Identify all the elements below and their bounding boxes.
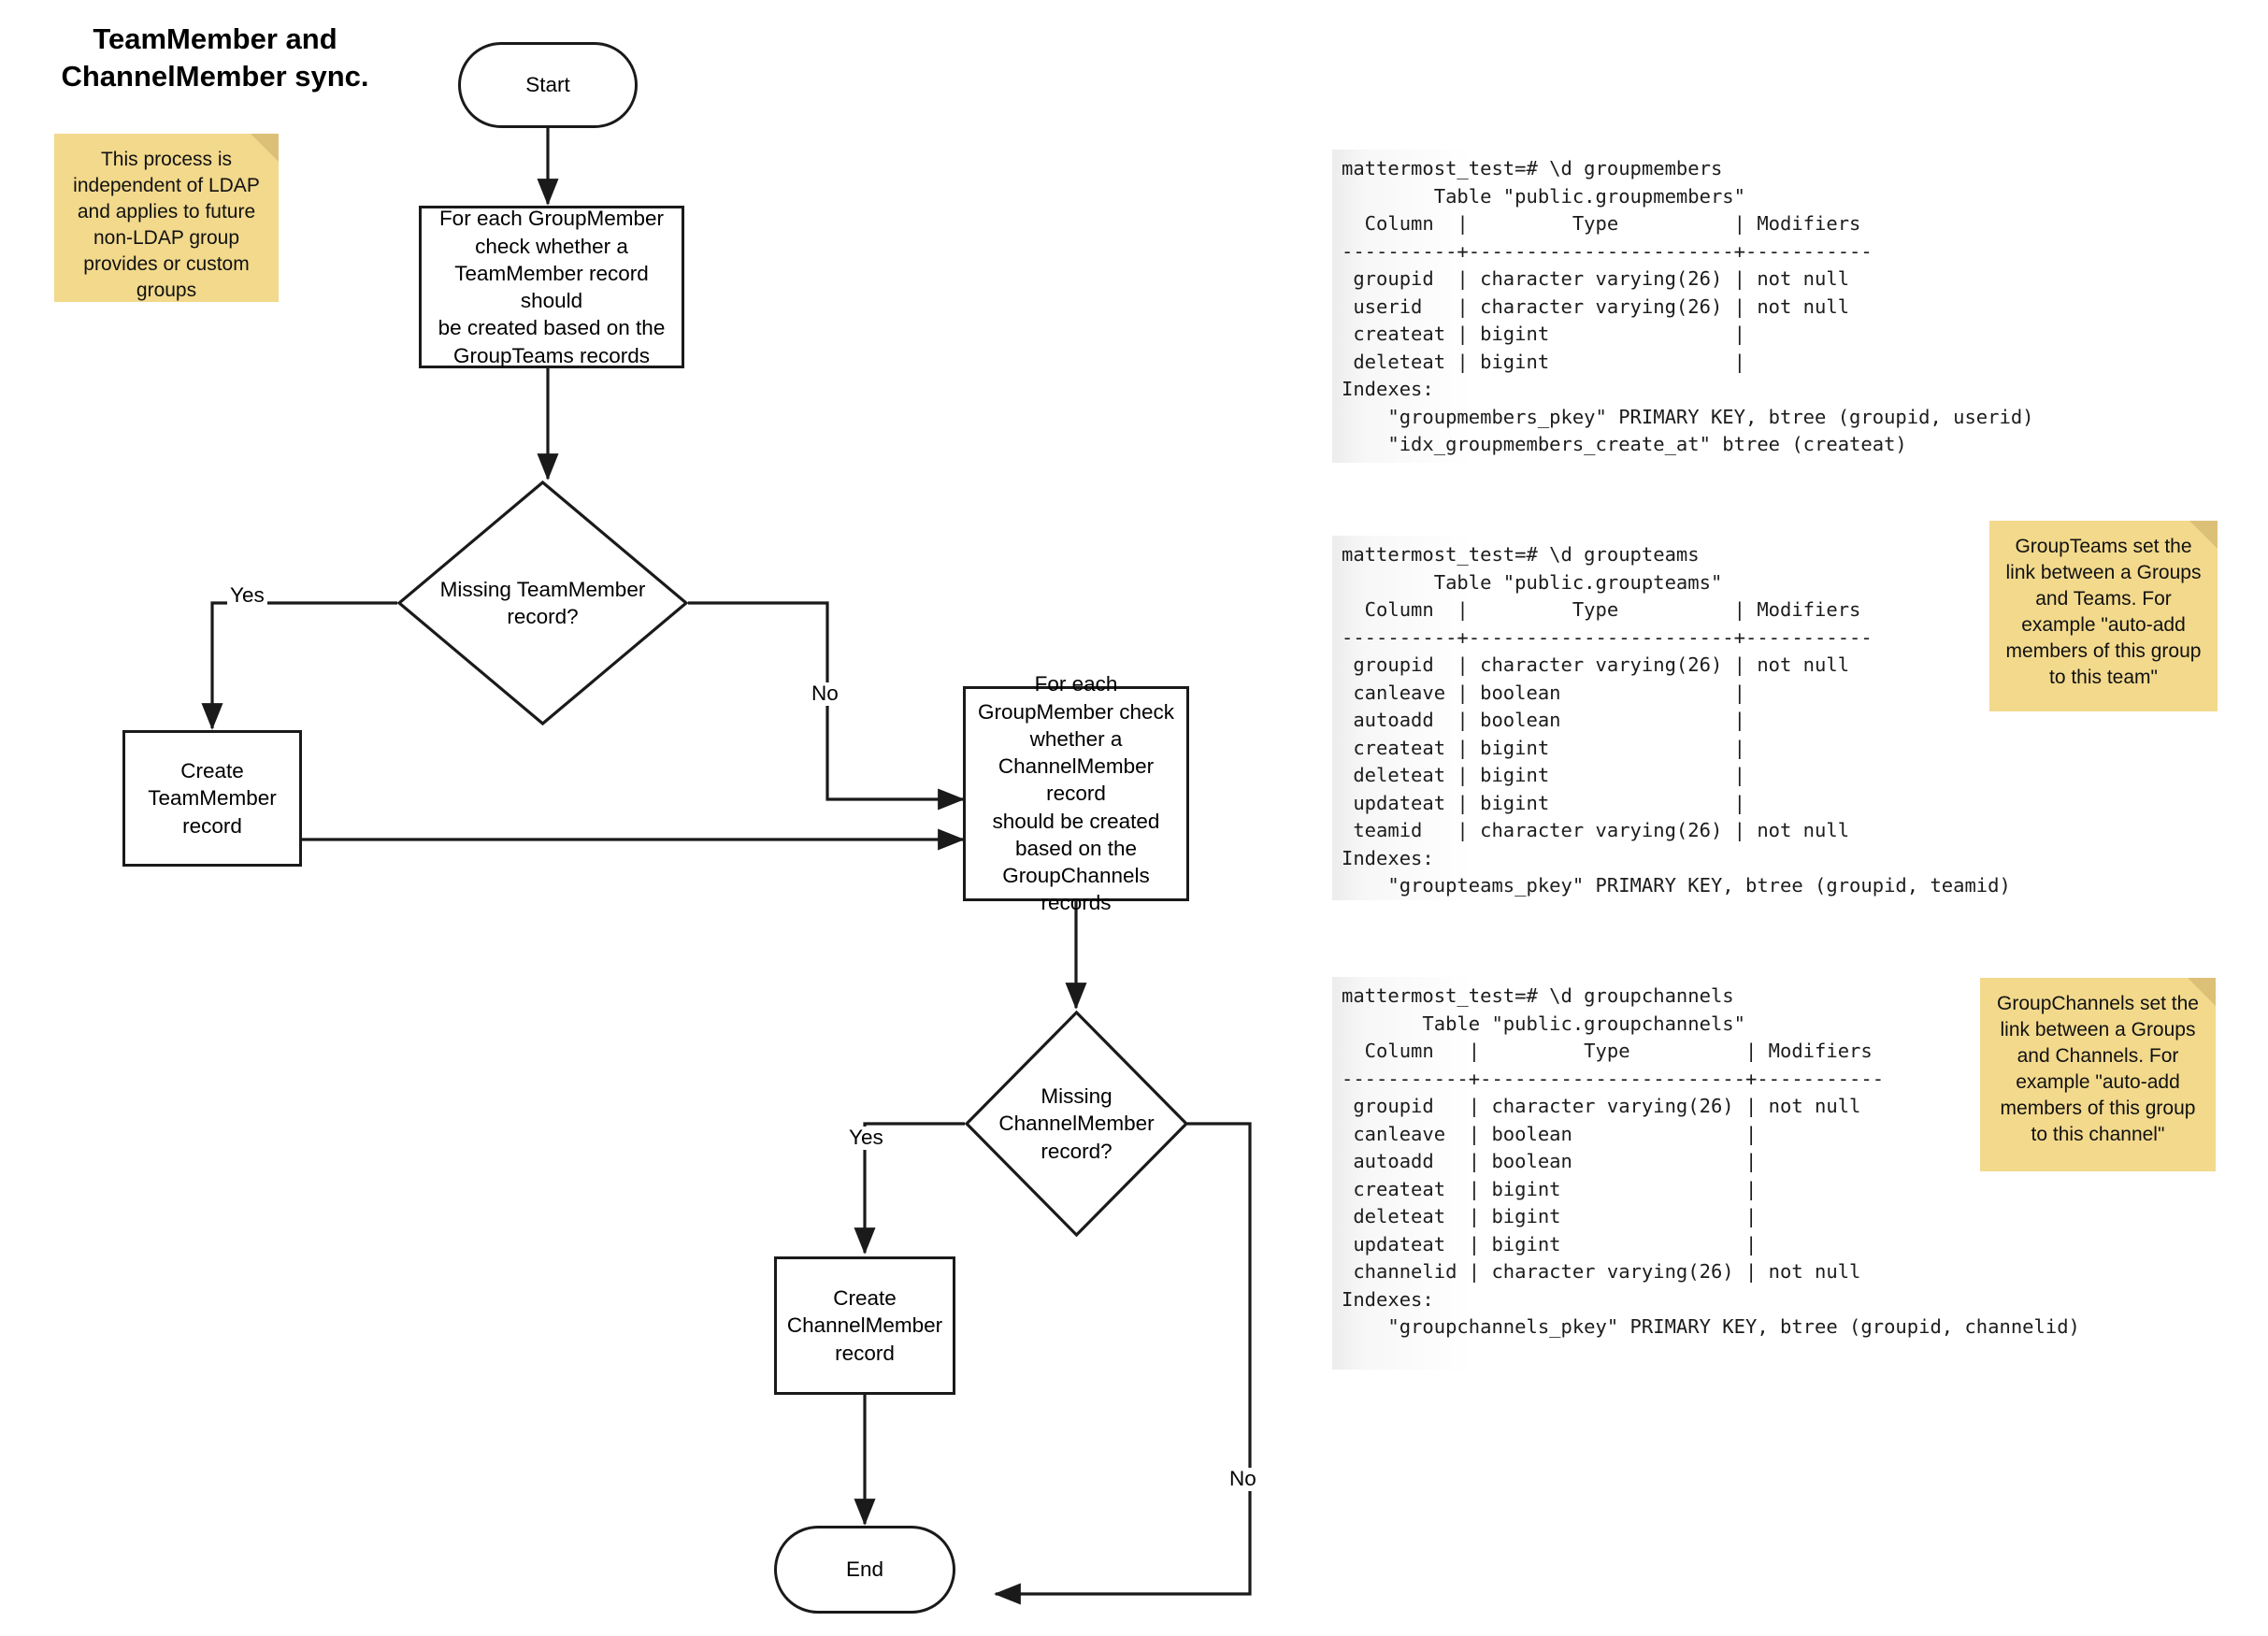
edge-label-channelmember-yes: Yes <box>846 1126 886 1150</box>
flow-node-end[interactable]: End <box>774 1526 955 1614</box>
flow-node-start[interactable]: Start <box>458 42 638 128</box>
edge-label-channelmember-no: No <box>1227 1467 1259 1491</box>
decision-teammember-label: Missing TeamMember record? <box>439 577 646 628</box>
sql-block-groupteams: mattermost_test=# \d groupteams Table "p… <box>1332 536 2011 900</box>
sticky-note-ldap: This process is independent of LDAP and … <box>54 134 279 302</box>
flow-node-decision-missing-channelmember[interactable]: Missing ChannelMember record? <box>965 1011 1188 1237</box>
sticky-note-ldap-text: This process is independent of LDAP and … <box>73 149 260 301</box>
sticky-note-groupchannels-text: GroupChannels set the link between a Gro… <box>1997 993 2199 1145</box>
sticky-note-groupchannels: GroupChannels set the link between a Gro… <box>1980 978 2216 1171</box>
edge-label-teammember-yes: Yes <box>227 583 267 608</box>
sticky-note-groupteams-text: GroupTeams set the link between a Groups… <box>2005 536 2202 688</box>
flow-node-process-teammember[interactable]: For each GroupMember check whether a Tea… <box>419 206 684 368</box>
flow-node-process-channelmember[interactable]: For each GroupMember check whether a Cha… <box>963 672 1189 914</box>
sql-block-groupchannels: mattermost_test=# \d groupchannels Table… <box>1332 977 2080 1370</box>
decision-channelmember-label: Missing ChannelMember record? <box>998 1084 1155 1163</box>
flow-node-decision-missing-teammember[interactable]: Missing TeamMember record? <box>397 481 688 725</box>
sql-block-groupmembers: mattermost_test=# \d groupmembers Table … <box>1332 150 2034 463</box>
edge-label-teammember-no: No <box>809 682 841 706</box>
flow-node-create-teammember[interactable]: Create TeamMember record <box>122 730 302 867</box>
sticky-note-groupteams: GroupTeams set the link between a Groups… <box>1989 521 2218 711</box>
flow-node-create-channelmember[interactable]: Create ChannelMember record <box>774 1256 955 1395</box>
page-title: TeamMember and ChannelMember sync. <box>61 22 369 93</box>
